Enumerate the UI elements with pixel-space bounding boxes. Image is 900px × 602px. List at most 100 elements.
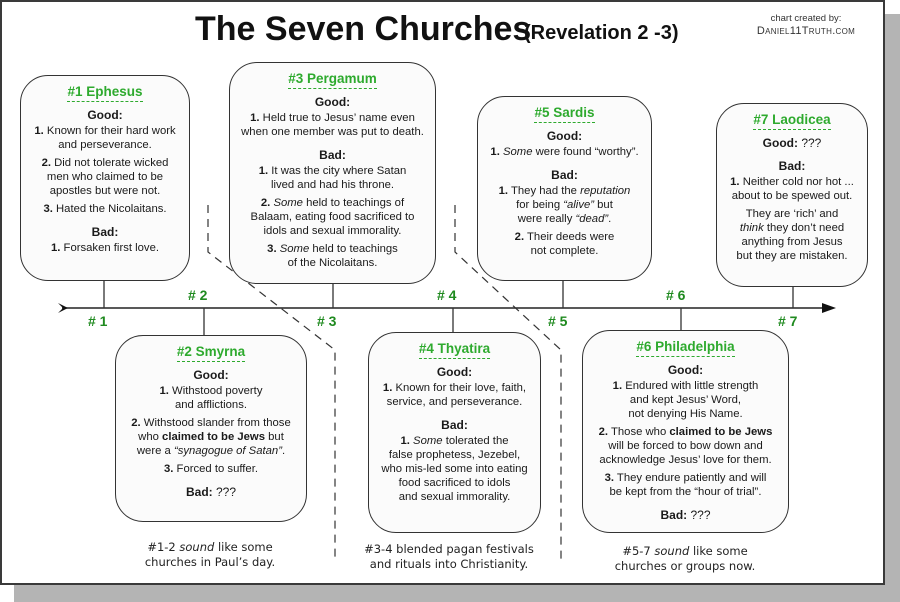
item-number: 2. [514,231,525,243]
section-heading-label: Good: [762,136,798,150]
section-heading: Bad: ??? [583,508,788,522]
timeline-label-7: # 7 [778,313,798,329]
text-segment: Withstood slander from those who [138,417,291,443]
bold-text: claimed to be Jews [162,431,265,443]
list-item: 1. Held true to Jesus’ name even when on… [230,111,435,139]
italic-text: reputation [580,185,631,197]
item-number: 2. [131,417,141,429]
list-item: 1. Some were found “worthy”. [478,145,651,159]
era-note-3: #5-7 sound like some churches or groups … [590,544,780,574]
text-segment: Held true to Jesus’ name even when one m… [241,112,424,138]
item-number: 3. [164,463,174,475]
section-heading: Bad: ??? [116,485,306,499]
text-segment: It was the city where Satan lived and ha… [270,165,407,191]
text-segment: like some churches in Paul’s day. [144,540,276,569]
section-heading-label: Bad: [91,225,119,239]
item-number: 1. [258,165,269,177]
text-segment: were found “worthy”. [532,146,639,158]
item-number: 2. [598,426,609,438]
italic-text: “synagogue of Satan” [173,445,282,457]
section-heading-label: Bad: [319,148,346,162]
text-segment: for being [516,199,561,211]
text-segment: Withstood poverty and afflictions. [172,385,263,411]
item-number: 1. [159,385,169,397]
text-segment: #3-4 blended pagan festivals and rituals… [364,542,534,571]
section-heading-label: Bad: [185,485,213,499]
list-item: 3. They endure patiently and will be kep… [583,471,788,499]
item-number: 1. [612,380,623,392]
italic-text: Some [502,146,533,158]
church-title: #3 Pergamum [288,71,377,89]
item-number: 3. [267,243,277,255]
bold-text: claimed to be Jews [669,426,773,438]
italic-text: Some [279,243,310,255]
list-item: 2. Did not tolerate wicked men who claim… [21,156,189,198]
page-subtitle: (Revelation 2 -3) [524,22,679,44]
section-heading: Good: [230,95,435,109]
church-title: #2 Smyrna [176,344,246,362]
text-segment: #1-2 [147,540,180,554]
list-item: 1. Known for their love, faith, service,… [369,381,540,409]
section-heading-value: ??? [687,508,711,522]
italic-text: Some [413,435,443,447]
section-heading: Good: [478,129,651,143]
timeline-label-2: # 2 [188,287,208,303]
era-divider-1 [207,205,336,560]
text-segment: Neither cold nor hot ... about to be spe… [731,176,854,202]
section-heading: Good: [116,368,306,382]
text-segment: Those who [608,426,670,438]
list-item: 2. Those who claimed to be Jews will be … [583,425,788,467]
section-heading-label: Good: [546,129,583,143]
text-segment: . [608,213,612,225]
section-heading-label: Good: [193,368,229,382]
list-item: 1. It was the city where Satan lived and… [230,164,435,192]
text-segment: but were a [136,431,284,457]
church-title: #7 Laodicea [753,112,831,130]
timeline-label-1: # 1 [88,313,108,329]
section-heading: Bad: [717,159,867,173]
text-segment: held to teachings of the Nicolaitans. [287,243,398,269]
item-number: 1. [400,435,410,447]
italic-text: think [739,222,764,234]
section-heading-label: Good: [667,363,704,377]
section-heading-label: Good: [314,95,351,109]
list-item: 1. Some tolerated the false prophetess, … [369,434,540,504]
timeline-label-6: # 6 [666,287,686,303]
list-item: 1. Known for their hard work and perseve… [21,124,189,152]
text-segment: They had the [508,185,581,197]
text-segment: held to teachings of Balaam, eating food… [250,197,415,237]
text-segment: will be forced to bow down and acknowled… [599,440,772,466]
text-segment: They are ‘rich’ and [745,208,839,220]
section-heading: Bad: [369,418,540,432]
list-item: They are ‘rich’ and think they don’t nee… [717,207,867,263]
text-segment: like some churches or groups now. [614,544,756,573]
text-segment: Did not tolerate wicked men who claimed … [46,157,169,197]
credit-site: Daniel11Truth.com [756,25,856,37]
church-title: #1 Ephesus [67,84,143,102]
item-number: 1. [51,242,61,254]
timeline-label-3: # 3 [317,313,337,329]
page-title: The Seven Churches [195,10,532,48]
list-item: 2. Withstood slander from those who clai… [116,416,306,458]
list-item: 1. Forsaken first love. [21,241,189,255]
section-heading-value: ??? [797,136,822,150]
text-segment: Hated the Nicolaitans. [52,203,167,215]
text-segment: but were really [517,199,613,225]
arrow-right-icon [822,303,836,313]
list-item: 2. Their deeds were not complete. [478,230,651,258]
italic-text: “alive” [563,199,595,211]
list-item: 1. Neither cold nor hot ... about to be … [717,175,867,203]
text-segment: they don’t need anything from Jesus but … [736,222,848,262]
item-number: 3. [43,203,53,215]
list-item: 3. Some held to teachings of the Nicolai… [230,242,435,270]
credit: chart created by: Daniel11Truth.com [742,12,870,38]
section-heading: Good: [21,108,189,122]
section-heading: Bad: [478,168,651,182]
section-heading: Good: [369,365,540,379]
